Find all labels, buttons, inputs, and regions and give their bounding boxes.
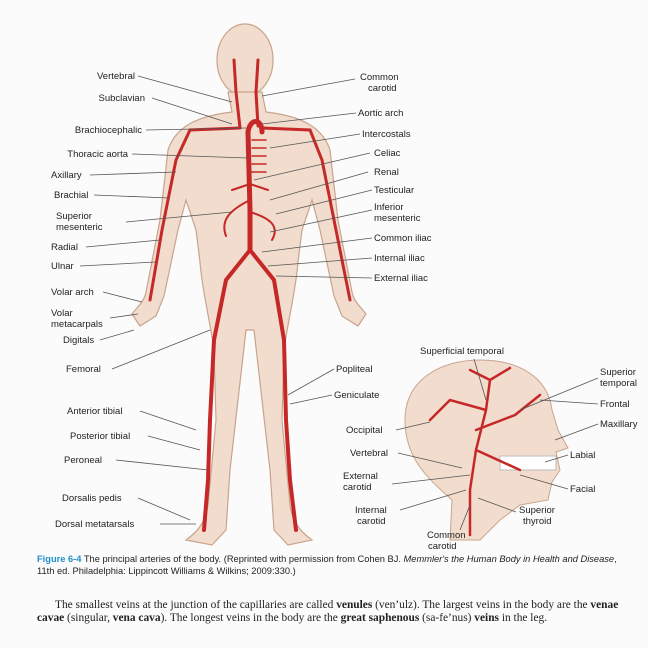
para-text: (singular, xyxy=(64,612,113,624)
body-illustration xyxy=(0,0,648,560)
figure-number: Figure 6-4 xyxy=(37,554,81,564)
label-vertebral: Vertebral xyxy=(97,71,135,82)
label-brachiocephalic: Brachiocephalic xyxy=(75,125,142,136)
label-frontal: Frontal xyxy=(600,399,630,410)
label-radial: Radial xyxy=(51,242,78,253)
para-text: (ven’ulz). The largest veins in the body… xyxy=(372,599,590,611)
label-common-carotid-2: carotid xyxy=(368,83,397,94)
figure-caption: Figure 6-4 The principal arteries of the… xyxy=(37,553,627,577)
label-external-iliac: External iliac xyxy=(374,273,428,284)
label-facial: Facial xyxy=(570,484,595,495)
aorta xyxy=(248,132,250,250)
label-superior-thyroid-1: Superior xyxy=(519,505,555,516)
leader-line xyxy=(86,240,160,247)
label-celiac: Celiac xyxy=(374,148,400,159)
leader-line xyxy=(555,424,598,440)
label-occipital: Occipital xyxy=(346,425,382,436)
leader-line xyxy=(290,395,332,404)
body-silhouette xyxy=(132,24,366,545)
leader-line xyxy=(288,369,334,395)
jaw-teeth xyxy=(500,456,556,470)
body-paragraph: The smallest veins at the junction of th… xyxy=(37,599,637,625)
leader-line xyxy=(140,411,196,430)
caption-text: The principal arteries of the body. (Rep… xyxy=(81,554,403,564)
label-testicular: Testicular xyxy=(374,185,414,196)
arteries-figure: Vertebral Subclavian Brachiocephalic Tho… xyxy=(0,0,648,560)
label-brachial: Brachial xyxy=(54,190,88,201)
label-intercostals: Intercostals xyxy=(362,129,411,140)
label-volar-arch: Volar arch xyxy=(51,287,94,298)
leader-line xyxy=(112,330,210,369)
leader-line xyxy=(100,330,134,340)
label-external-carotid-1: External xyxy=(343,471,378,482)
term-vena-cava: vena cava xyxy=(113,612,161,624)
label-renal: Renal xyxy=(374,167,399,178)
label-superior-mesenteric-2: mesenteric xyxy=(56,222,102,233)
para-text: (sa-fe’nus) xyxy=(419,612,474,624)
leader-line xyxy=(152,98,232,124)
para-text: ). The longest veins in the body are the xyxy=(161,612,341,624)
label-geniculate: Geniculate xyxy=(334,390,379,401)
label-dorsalis-pedis: Dorsalis pedis xyxy=(62,493,122,504)
label-common-iliac: Common iliac xyxy=(374,233,432,244)
label-internal-carotid-2: carotid xyxy=(357,516,386,527)
label-digitals: Digitals xyxy=(63,335,94,346)
label-head-common-carotid-1: Common xyxy=(427,530,466,541)
para-text: The smallest veins at the junction of th… xyxy=(55,599,336,611)
label-internal-iliac: Internal iliac xyxy=(374,253,425,264)
leader-line xyxy=(90,172,176,175)
label-internal-carotid-1: Internal xyxy=(355,505,387,516)
leader-line xyxy=(138,498,190,520)
term-venules: venules xyxy=(336,599,372,611)
label-posterior-tibial: Posterior tibial xyxy=(70,431,130,442)
label-femoral: Femoral xyxy=(66,364,101,375)
label-head-common-carotid-2: carotid xyxy=(428,541,457,552)
leader-line xyxy=(94,195,170,198)
label-axillary: Axillary xyxy=(51,170,82,181)
label-labial: Labial xyxy=(570,450,595,461)
label-ulnar: Ulnar xyxy=(51,261,74,272)
label-superior-temporal-1: Superior xyxy=(600,367,636,378)
para-text: in the leg. xyxy=(499,612,547,624)
label-anterior-tibial: Anterior tibial xyxy=(67,406,122,417)
term-veins: veins xyxy=(474,612,499,624)
label-thoracic-aorta: Thoracic aorta xyxy=(67,149,128,160)
leader-line xyxy=(80,262,156,266)
term-great-saphenous: great saphenous xyxy=(341,612,420,624)
label-volar-metacarpals-1: Volar xyxy=(51,308,73,319)
caption-book-title: Memmler's the Human Body in Health and D… xyxy=(404,554,615,564)
leader-line xyxy=(148,436,200,450)
leader-line xyxy=(262,79,355,96)
label-inferior-mesenteric-2: mesenteric xyxy=(374,213,420,224)
label-volar-metacarpals-2: metacarpals xyxy=(51,319,103,330)
leader-line xyxy=(116,460,208,470)
label-dorsal-metatarsals: Dorsal metatarsals xyxy=(55,519,134,530)
leader-line xyxy=(103,292,142,302)
label-inferior-mesenteric-1: Inferior xyxy=(374,202,404,213)
label-head-vertebral: Vertebral xyxy=(350,448,388,459)
label-superficial-temporal: Superficial temporal xyxy=(420,346,504,357)
label-external-carotid-2: carotid xyxy=(343,482,372,493)
label-aortic-arch: Aortic arch xyxy=(358,108,403,119)
head-shape xyxy=(217,24,273,96)
label-peroneal: Peroneal xyxy=(64,455,102,466)
label-subclavian: Subclavian xyxy=(99,93,145,104)
label-superior-thyroid-2: thyroid xyxy=(523,516,552,527)
label-superior-temporal-2: temporal xyxy=(600,378,637,389)
label-superior-mesenteric-1: Superior xyxy=(56,211,92,222)
label-maxillary: Maxillary xyxy=(600,419,637,430)
label-popliteal: Popliteal xyxy=(336,364,372,375)
label-common-carotid-1: Common xyxy=(360,72,399,83)
